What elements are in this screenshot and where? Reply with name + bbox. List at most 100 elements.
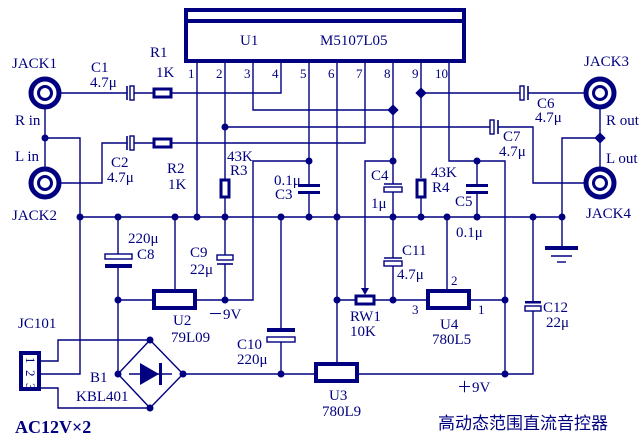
junction-dot: [529, 213, 537, 221]
r2-value: 1K: [168, 177, 187, 193]
u4-body: [426, 289, 471, 310]
c8-value: 220μ: [128, 231, 159, 247]
ic-pin-label: 2: [216, 66, 223, 81]
jack4: JACK4: [583, 166, 632, 222]
c1-value: 4.7μ: [90, 75, 117, 91]
junction-dot: [114, 213, 122, 221]
resistor-r1: R1 1K: [150, 45, 175, 99]
c6-ref: C6: [537, 96, 555, 112]
ic-u1-ref: U1: [240, 33, 258, 49]
diode-bar: [159, 363, 162, 385]
junction-dot: [389, 157, 397, 165]
wire-jack2-c2: [61, 142, 127, 184]
wire-jc101-pin1: [40, 339, 150, 362]
capacitor-c5: C5 0.1μ: [455, 184, 488, 241]
junction-dot: [76, 213, 84, 221]
jack3-inner-ring: [592, 85, 608, 101]
wire-c7-jack4: [498, 126, 584, 184]
c7-plate-hollow: [489, 119, 495, 135]
junction-dot: [305, 157, 313, 165]
u2-ref: U2: [173, 313, 191, 329]
c4-ref: C4: [371, 168, 389, 184]
resistor-r4: 43K R4: [415, 165, 457, 199]
rail-positive-label: ＋9V: [457, 380, 491, 396]
c3-ref: C3: [275, 187, 293, 203]
junction-dot: [389, 296, 397, 304]
junction-dot: [171, 213, 179, 221]
capacitor-c11: C11 4.7μ: [383, 243, 426, 283]
c12-value: 22μ: [546, 315, 569, 331]
ic-pin-label: 5: [300, 66, 307, 81]
jc101-body: [19, 351, 41, 391]
u2-part: 79L09: [171, 330, 210, 346]
r4-value: 43K: [431, 165, 457, 181]
signal-l-out-label: L out: [606, 151, 638, 167]
rw1-value: 10K: [350, 324, 376, 340]
regulator-u4: 3 2 1 U4 780L5: [412, 273, 485, 348]
jack1: JACK1: [12, 56, 62, 110]
jc101-ref: JC101: [18, 316, 56, 332]
c11-plate-hollow: [383, 260, 403, 267]
jack4-label: JACK4: [586, 206, 632, 222]
junction-dot: [333, 296, 341, 304]
jack4-inner-ring: [592, 175, 608, 191]
signal-r-out-label: R out: [606, 113, 640, 129]
c12-plate: [525, 301, 541, 304]
u3-part: 780L9: [322, 404, 361, 420]
u2-body: [152, 289, 197, 310]
junction-dot: [501, 296, 509, 304]
ic-pin-label: 7: [356, 66, 363, 81]
junction-dot: [501, 370, 509, 378]
capacitor-c6: C6 4.7μ: [519, 85, 562, 126]
junction-dot: [415, 87, 427, 99]
ground-icon: [545, 246, 578, 263]
wire-r1-pin4: [172, 61, 282, 94]
c9-value: 22μ: [190, 262, 213, 278]
ic-u1-body: [184, 8, 466, 63]
rw1-body: [354, 294, 376, 306]
c10-value: 220μ: [237, 352, 268, 368]
rw1-wiper-arrow-icon: [361, 288, 369, 295]
c8-plate-hollow: [104, 253, 133, 260]
junction-dot: [193, 213, 201, 221]
potentiometer-rw1: RW1 10K: [350, 288, 381, 340]
c6-plate-hollow: [519, 85, 525, 101]
c5-plate: [466, 184, 488, 187]
c12-ref: C12: [543, 300, 568, 316]
bridge-outline: [117, 338, 184, 410]
u3-body: [314, 362, 359, 383]
capacitor-c12: C12 22μ: [524, 300, 569, 331]
r3-body: [219, 178, 231, 199]
c3-value: 0.1μ: [274, 173, 301, 189]
wire-rw1-wiper: [364, 160, 393, 288]
junction-dot: [277, 213, 285, 221]
r1-ref: R1: [150, 45, 168, 61]
junction-dot: [473, 213, 481, 221]
c9-plate-hollow: [216, 254, 234, 261]
c9-ref: C9: [190, 245, 208, 261]
capacitor-c7: C7 4.7μ: [489, 119, 526, 160]
b1-ref: B1: [90, 370, 108, 386]
connector-jc101: 1 2 3 JC101: [18, 316, 56, 391]
r2-ref: R2: [167, 161, 185, 177]
c12-plate-hollow: [524, 305, 542, 312]
diagram-title: 高动态范围直流音控器: [438, 414, 608, 434]
u3-ref: U3: [329, 388, 347, 404]
capacitor-c3: 0.1μ C3: [274, 173, 320, 203]
c10-ref: C10: [237, 337, 262, 353]
ic-pin-label: 10: [435, 66, 448, 81]
diode-icon: [140, 363, 159, 385]
wire-pin3-pin8: [252, 61, 393, 111]
junction-dot: [594, 132, 606, 144]
signal-l-in-label: L in: [15, 149, 40, 165]
c2-plate-hollow: [129, 135, 135, 151]
c11-value: 4.7μ: [397, 267, 424, 283]
c3-plate: [298, 191, 320, 194]
jc101-pin-label: 1: [23, 357, 38, 364]
ground-bar: [545, 246, 578, 250]
capacitor-c8: 220μ C8: [104, 231, 159, 268]
junction-dot: [114, 296, 122, 304]
u4-ref: U4: [440, 317, 459, 333]
wire-r2-pin7: [172, 61, 366, 144]
junction-dot: [305, 213, 313, 221]
